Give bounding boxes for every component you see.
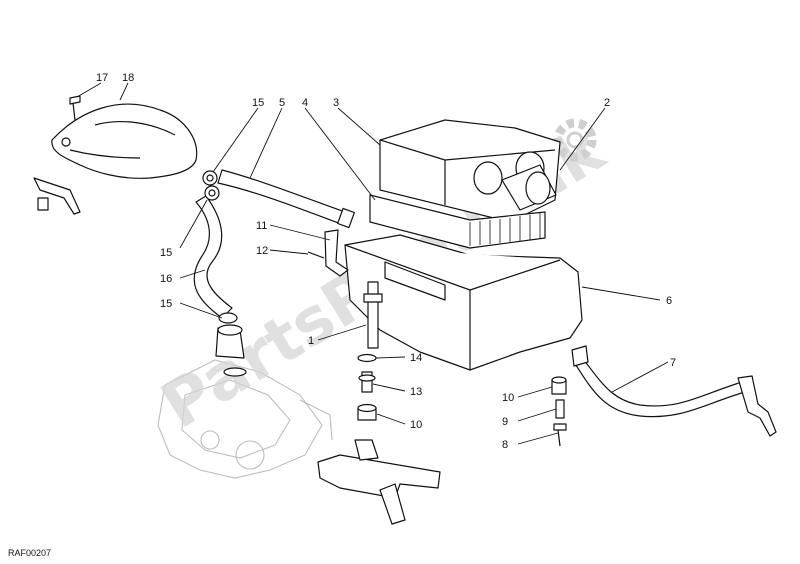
stud-1 bbox=[363, 281, 383, 349]
drawing-code: RAF00207 bbox=[8, 548, 51, 558]
drain-tube-7 bbox=[571, 345, 777, 437]
grommet-10a bbox=[357, 403, 377, 421]
callout-13: 13 bbox=[410, 386, 422, 398]
callout-12: 12 bbox=[256, 245, 268, 257]
screw-17 bbox=[69, 95, 81, 121]
callout-15-low: 15 bbox=[160, 298, 172, 310]
hose-clamp-15b bbox=[204, 185, 220, 201]
airbox-lid-3 bbox=[379, 119, 561, 223]
callout-4: 4 bbox=[302, 97, 308, 109]
heat-shield-part bbox=[51, 103, 198, 179]
hose-clamp-15a bbox=[202, 170, 218, 186]
airbox-body-6 bbox=[344, 234, 583, 371]
mounting-bracket bbox=[33, 177, 81, 215]
engine-ghost-outline bbox=[157, 359, 333, 479]
screw-8 bbox=[553, 423, 567, 447]
air-filter-4 bbox=[369, 194, 546, 249]
clip-11 bbox=[324, 229, 349, 277]
breather-hose-16 bbox=[193, 195, 233, 319]
callout-8: 8 bbox=[502, 439, 508, 451]
spacer-9 bbox=[555, 399, 565, 419]
callout-11: 11 bbox=[256, 220, 267, 232]
callout-2: 2 bbox=[604, 97, 610, 109]
callout-15-top: 15 bbox=[252, 97, 264, 109]
callout-10-left: 10 bbox=[410, 419, 422, 431]
leader-lines bbox=[76, 82, 669, 445]
frame-tube-ghost bbox=[317, 439, 441, 525]
breather-fitting bbox=[215, 324, 247, 377]
callout-labels: 17 18 15 5 4 3 2 11 12 15 16 15 1 14 13 … bbox=[96, 72, 676, 451]
callout-1: 1 bbox=[308, 335, 314, 347]
callout-14: 14 bbox=[410, 352, 422, 364]
breather-hose-5 bbox=[217, 169, 355, 229]
callout-16: 16 bbox=[160, 273, 172, 285]
callout-15-mid: 15 bbox=[160, 247, 172, 259]
filter-fins bbox=[469, 213, 541, 246]
callout-6: 6 bbox=[666, 295, 672, 307]
callout-7: 7 bbox=[670, 357, 676, 369]
washer-14 bbox=[357, 353, 377, 363]
callout-17: 17 bbox=[96, 72, 108, 84]
callout-18: 18 bbox=[122, 72, 134, 84]
callout-10-right: 10 bbox=[502, 392, 514, 404]
spacer-13 bbox=[358, 371, 376, 393]
hose-clamp-15c bbox=[218, 312, 238, 324]
grommet-10b bbox=[551, 376, 567, 395]
callout-5: 5 bbox=[279, 97, 285, 109]
pin-12 bbox=[307, 251, 325, 259]
callout-3: 3 bbox=[333, 97, 339, 109]
callout-9: 9 bbox=[502, 416, 508, 428]
